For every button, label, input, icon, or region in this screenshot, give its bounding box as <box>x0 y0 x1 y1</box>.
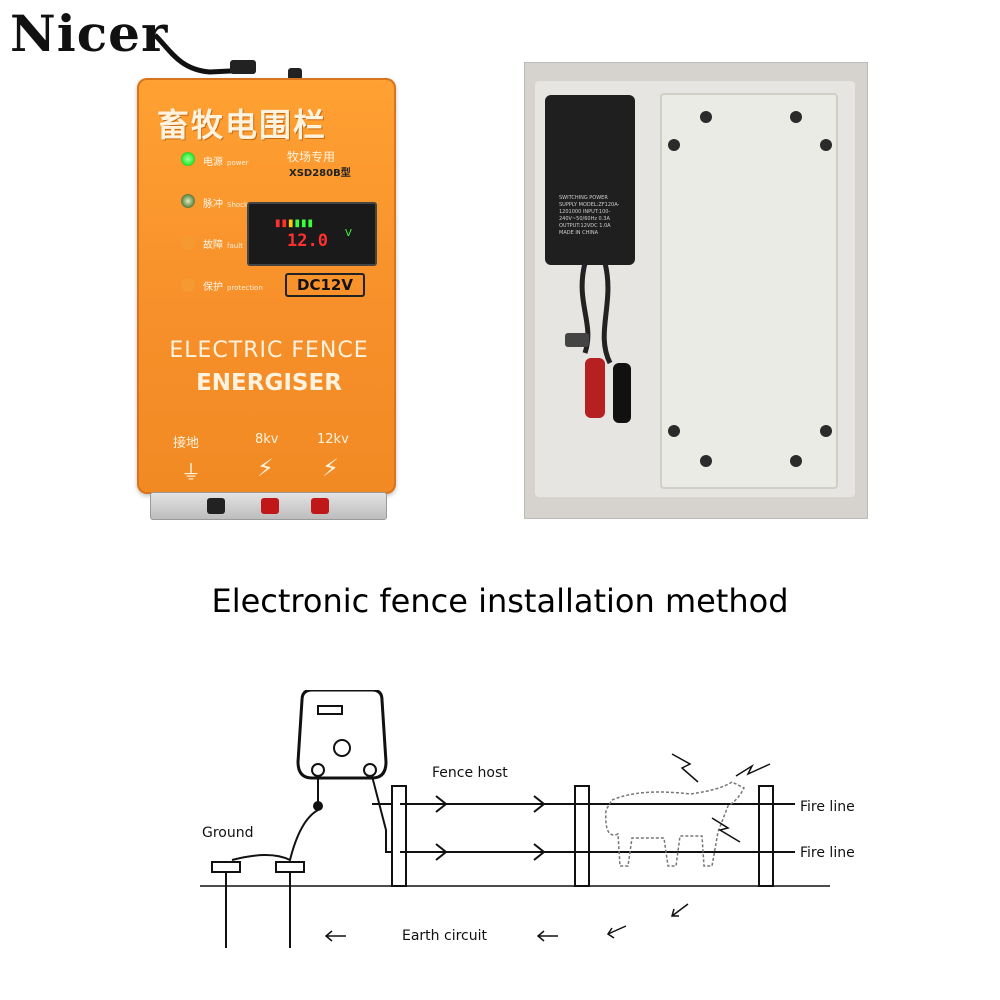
power-led <box>181 152 195 166</box>
fence-host-unit <box>296 690 388 780</box>
shock-led <box>181 194 195 208</box>
installation-diagram <box>200 690 830 948</box>
device-subtitle-cn: 牧场专用 <box>287 150 336 164</box>
voltage-label: DC12V <box>285 273 365 297</box>
terminal-label-8kv: 8kv <box>255 432 279 447</box>
label-earth-circuit: Earth circuit <box>402 928 487 944</box>
terminal-label-12kv: 12kv <box>317 432 349 447</box>
voltage-meter: ▮▮▮▮▮▮ 12.0 V <box>247 202 377 266</box>
8kv-terminal <box>261 498 279 514</box>
label-fence-host: Fence host <box>432 765 508 781</box>
ground-symbol-icon: ⏚ <box>181 460 201 484</box>
mount-hole <box>668 139 680 151</box>
device-base <box>150 492 387 520</box>
12kv-terminal <box>311 498 329 514</box>
terminal-label-ground: 接地 <box>173 436 200 451</box>
mount-hole <box>820 139 832 151</box>
fault-led <box>181 236 195 250</box>
mount-hole <box>820 425 832 437</box>
label-fire-line-bottom: Fire line <box>800 845 855 861</box>
device-model: XSD280B型 <box>289 168 351 179</box>
alligator-clips-icon <box>565 263 631 423</box>
brand-logo: Nicer <box>10 4 169 63</box>
label-ground: Ground <box>202 825 254 841</box>
mount-hole <box>668 425 680 437</box>
mount-hole <box>790 111 802 123</box>
lightning-icon: ⚡ <box>257 454 274 482</box>
mounting-plate <box>660 93 838 489</box>
meter-value: 12.0 <box>287 231 328 251</box>
label-energiser: ENERGISER <box>196 370 342 396</box>
mount-hole <box>700 111 712 123</box>
meter-unit: V <box>345 228 352 239</box>
adapter-label: SWITCHING POWER SUPPLY MODEL:ZF120A-1201… <box>559 195 620 236</box>
label-electric-fence: ELECTRIC FENCE <box>169 338 369 363</box>
power-adapter: SWITCHING POWER SUPPLY MODEL:ZF120A-1201… <box>545 95 635 265</box>
installation-heading: Electronic fence installation method <box>211 582 789 620</box>
cow-icon <box>605 781 746 867</box>
accessories-photo: SWITCHING POWER SUPPLY MODEL:ZF120A-1201… <box>524 62 868 519</box>
meter-bar-graph: ▮▮▮▮▮▮ <box>275 218 315 229</box>
power-cord-icon <box>153 33 256 75</box>
mount-hole <box>700 455 712 467</box>
device-knob <box>288 68 302 80</box>
ground-terminal <box>207 498 225 514</box>
lightning-icon: ⚡ <box>322 454 339 482</box>
label-fire-line-top: Fire line <box>800 799 855 815</box>
protection-led <box>181 278 195 292</box>
device-title-cn: 畜牧电围栏 <box>157 106 328 144</box>
mount-hole <box>790 455 802 467</box>
